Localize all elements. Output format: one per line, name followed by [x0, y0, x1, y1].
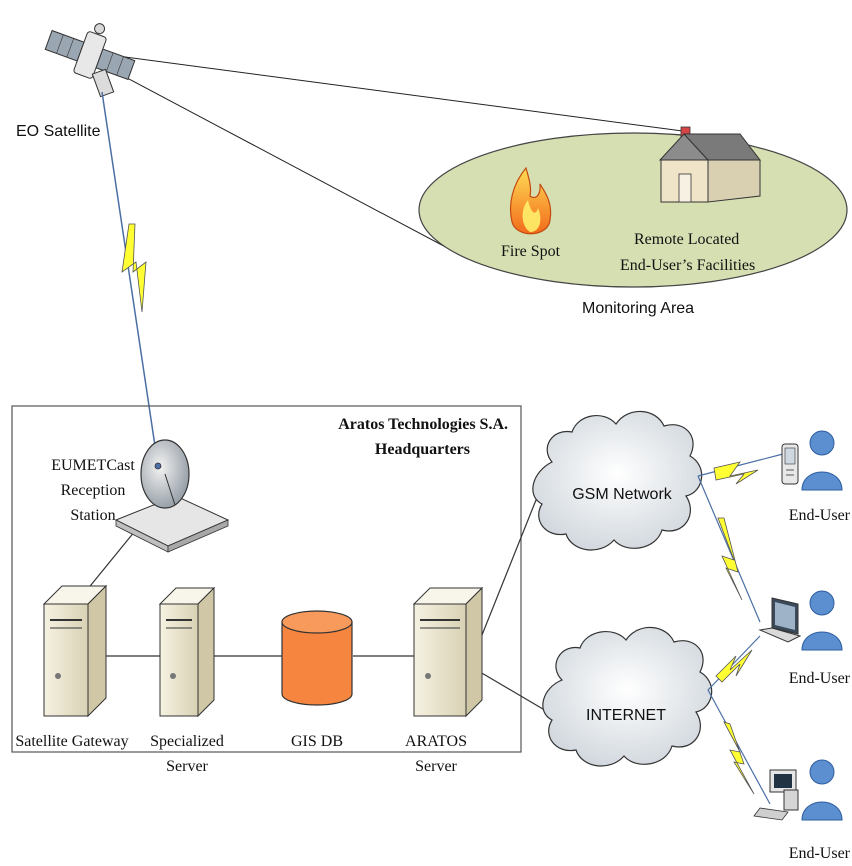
reception-label-line2: Reception	[61, 482, 126, 499]
fire-icon	[509, 166, 552, 235]
internet-label: INTERNET	[586, 707, 666, 724]
lightning-icon	[717, 517, 743, 601]
lightning-icon	[121, 223, 147, 313]
user-icon	[801, 430, 843, 491]
hq-links	[81, 489, 549, 713]
reception-label-line3: Station	[70, 507, 115, 524]
lightning-icon	[715, 649, 753, 683]
hq-title-line2: Headquarters	[375, 441, 470, 458]
end-user-label-1: End-User	[789, 507, 851, 524]
database-icon	[281, 610, 353, 706]
network-links	[697, 453, 784, 805]
mobile-phone-icon	[781, 443, 799, 485]
user-icon	[801, 759, 843, 821]
desktop-computer-icon	[753, 769, 799, 821]
reception-label-line1: EUMETCast	[51, 457, 135, 474]
fire-spot-label: Fire Spot	[501, 243, 561, 260]
downlink-line	[101, 91, 159, 467]
user-icon	[801, 590, 843, 651]
specialized-server-label-line1: Specialized	[150, 733, 224, 750]
satellite-beam	[111, 55, 691, 253]
satellite-gateway-label: Satellite Gateway	[15, 733, 128, 750]
aratos-server-label-line1: ARATOS	[405, 733, 467, 750]
hq-title-line1: Aratos Technologies S.A.	[338, 416, 508, 433]
internet-cloud-icon	[542, 626, 713, 767]
house-icon	[658, 126, 762, 203]
laptop-icon	[758, 597, 802, 643]
aratos-server-icon	[412, 586, 484, 718]
facilities-label-line1: Remote Located	[634, 231, 739, 248]
specialized-server-label-line2: Server	[166, 758, 208, 775]
eo-satellite-label: EO Satellite	[16, 123, 101, 140]
satellite-gateway-server-icon	[42, 584, 108, 718]
aratos-server-label-line2: Server	[415, 758, 457, 775]
lightning-icon	[723, 721, 755, 795]
gis-db-label: GIS DB	[291, 733, 343, 750]
end-user-label-3: End-User	[789, 845, 851, 862]
satellite-dish-icon	[114, 439, 230, 553]
gsm-network-label: GSM Network	[572, 486, 673, 503]
facilities-label-line2: End-User’s Facilities	[620, 257, 755, 274]
lightning-icon	[713, 461, 759, 485]
monitoring-area-label: Monitoring Area	[582, 300, 694, 317]
end-user-label-2: End-User	[789, 670, 851, 687]
headquarters-box	[11, 405, 522, 753]
satellite-icon	[44, 23, 136, 98]
specialized-server-icon	[158, 586, 216, 718]
gsm-cloud-icon	[532, 410, 703, 551]
